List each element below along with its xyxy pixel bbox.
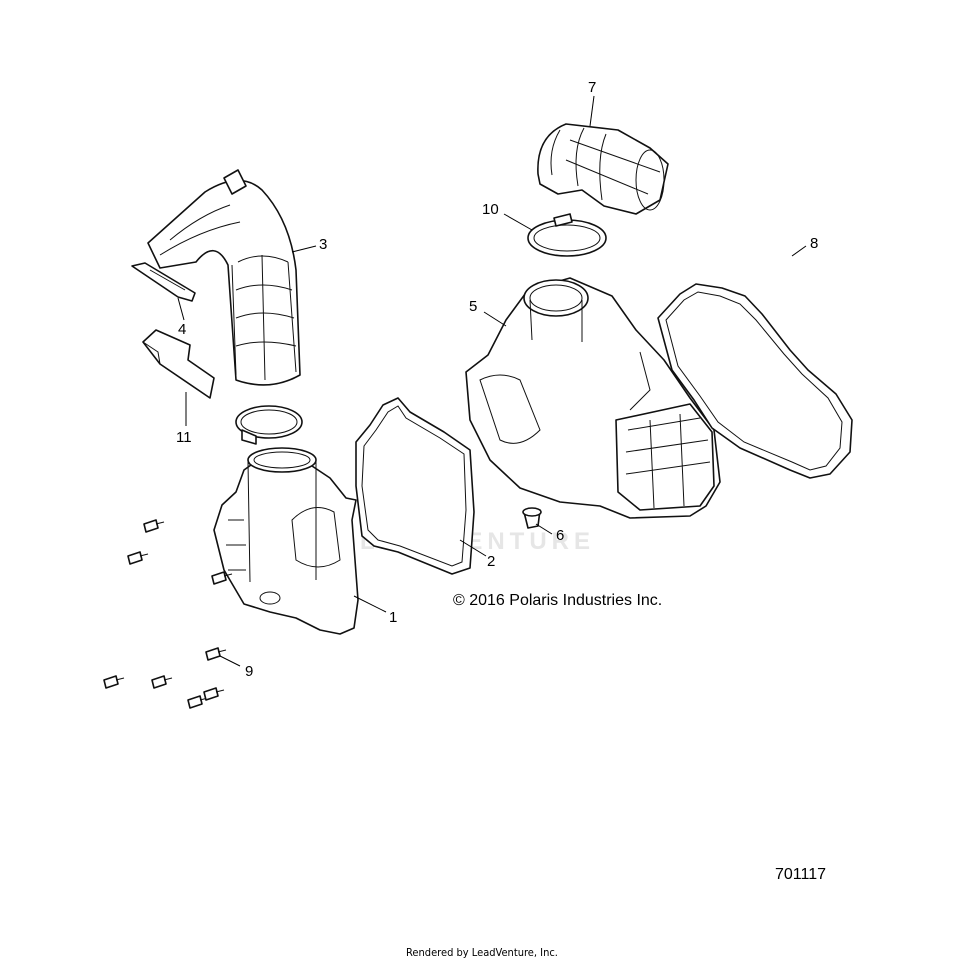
- callout-2: 2: [487, 553, 495, 570]
- screw-2: [127, 551, 149, 565]
- part-airbox-housing[interactable]: [465, 277, 721, 519]
- callout-4: 4: [178, 321, 186, 338]
- screw-5: [103, 675, 125, 689]
- screw-6: [151, 675, 173, 689]
- part-heat-shield[interactable]: [142, 329, 215, 399]
- part-airbox-base[interactable]: [213, 447, 359, 635]
- screw-3: [211, 571, 233, 585]
- figure-number: 701117: [775, 866, 827, 883]
- part-screws[interactable]: [103, 519, 233, 709]
- copyright-notice: © 2016 Polaris Industries Inc.: [453, 592, 663, 609]
- callout-8: 8: [810, 235, 818, 252]
- footer-credit: Rendered by LeadVenture, Inc.: [406, 946, 558, 959]
- callout-9: 9: [245, 663, 253, 680]
- screw-8: [203, 687, 225, 701]
- callout-1: 1: [389, 609, 397, 626]
- part-hose-clamp-upper[interactable]: [527, 213, 607, 257]
- part-outlet-duct[interactable]: [537, 123, 669, 215]
- part-gasket-left[interactable]: [355, 397, 475, 575]
- part-hose-clamp-lower[interactable]: [235, 405, 303, 445]
- part-intake-duct[interactable]: [147, 169, 301, 386]
- callout-7: 7: [588, 79, 596, 96]
- screw-1: [143, 519, 165, 533]
- part-gasket-right[interactable]: [657, 283, 853, 479]
- callout-11: 11: [176, 429, 192, 446]
- callout-3: 3: [319, 236, 327, 253]
- callout-labels: 1 2 3 4 5 6 7 8 9 10 11: [176, 79, 818, 680]
- callout-6: 6: [556, 527, 564, 544]
- screw-7: [187, 695, 209, 709]
- screw-4: [205, 647, 227, 661]
- callout-5: 5: [469, 298, 477, 315]
- part-clip-bracket[interactable]: [131, 262, 196, 302]
- leader-lines: [177, 95, 807, 667]
- part-drain-valve[interactable]: [522, 507, 542, 529]
- callout-10: 10: [482, 201, 499, 218]
